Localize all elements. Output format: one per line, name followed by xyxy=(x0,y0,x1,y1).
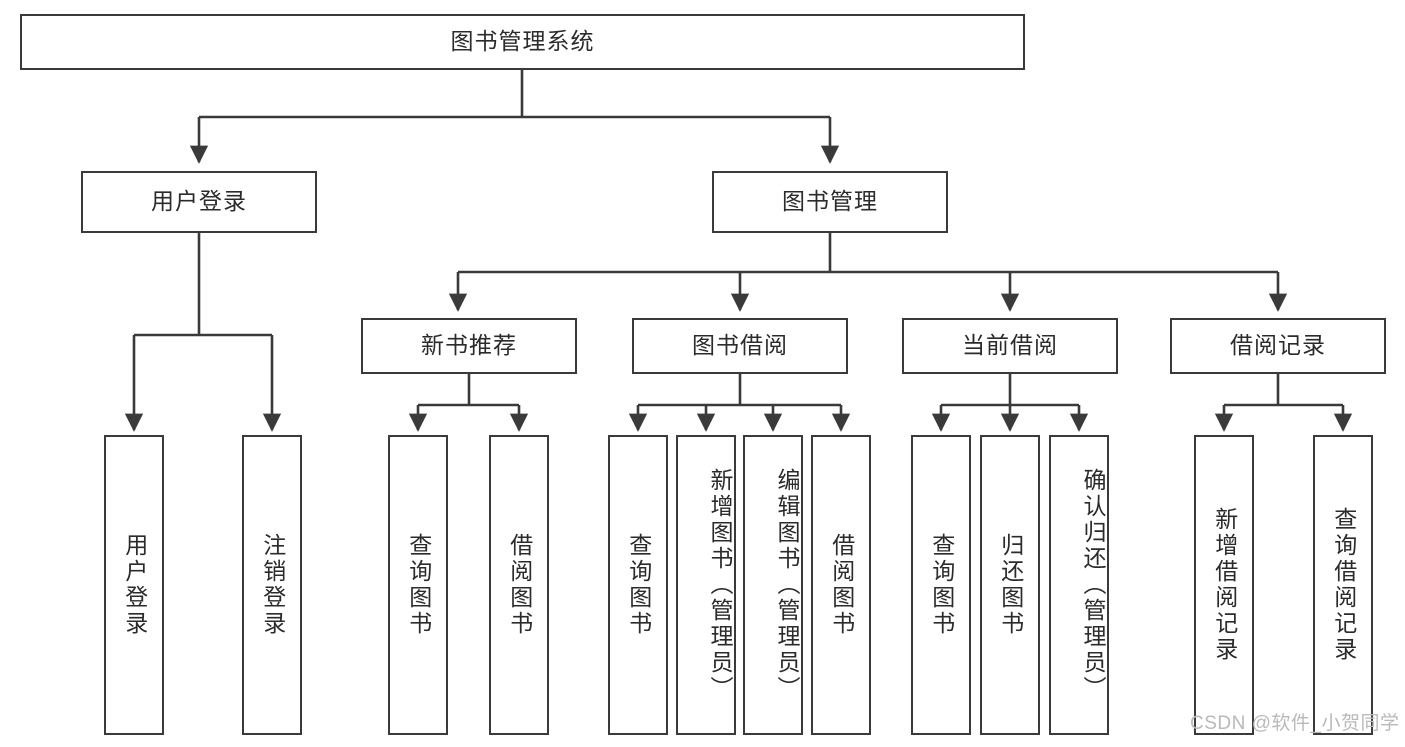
leaf-add-book-admin[interactable]: 新增图书（管理员） xyxy=(676,435,736,735)
leaf-query-book-recommend[interactable]: 查询图书 xyxy=(388,435,448,735)
leaf-return-book[interactable]: 归还图书 xyxy=(980,435,1040,735)
node-current-borrow[interactable]: 当前借阅 xyxy=(902,318,1118,374)
leaf-confirm-return-admin[interactable]: 确认归还（管理员） xyxy=(1049,435,1109,735)
node-book-borrow[interactable]: 图书借阅 xyxy=(632,318,848,374)
node-new-book-recommend[interactable]: 新书推荐 xyxy=(361,318,577,374)
node-book-management[interactable]: 图书管理 xyxy=(712,171,948,233)
leaf-edit-book-admin[interactable]: 编辑图书（管理员） xyxy=(743,435,803,735)
node-borrow-record[interactable]: 借阅记录 xyxy=(1170,318,1386,374)
node-user-login[interactable]: 用户登录 xyxy=(81,171,317,233)
node-root-library-system[interactable]: 图书管理系统 xyxy=(20,14,1025,70)
leaf-query-book-current[interactable]: 查询图书 xyxy=(911,435,971,735)
leaf-logout[interactable]: 注销登录 xyxy=(242,435,302,735)
csdn-watermark: CSDN @软件_小贺同学 xyxy=(1190,713,1400,734)
leaf-add-borrow-record[interactable]: 新增借阅记录 xyxy=(1194,435,1254,735)
leaf-query-book-borrow[interactable]: 查询图书 xyxy=(608,435,668,735)
leaf-user-login[interactable]: 用户登录 xyxy=(104,435,164,735)
leaf-query-borrow-record[interactable]: 查询借阅记录 xyxy=(1313,435,1373,735)
leaf-borrow-book-recommend[interactable]: 借阅图书 xyxy=(489,435,549,735)
leaf-borrow-book[interactable]: 借阅图书 xyxy=(811,435,871,735)
